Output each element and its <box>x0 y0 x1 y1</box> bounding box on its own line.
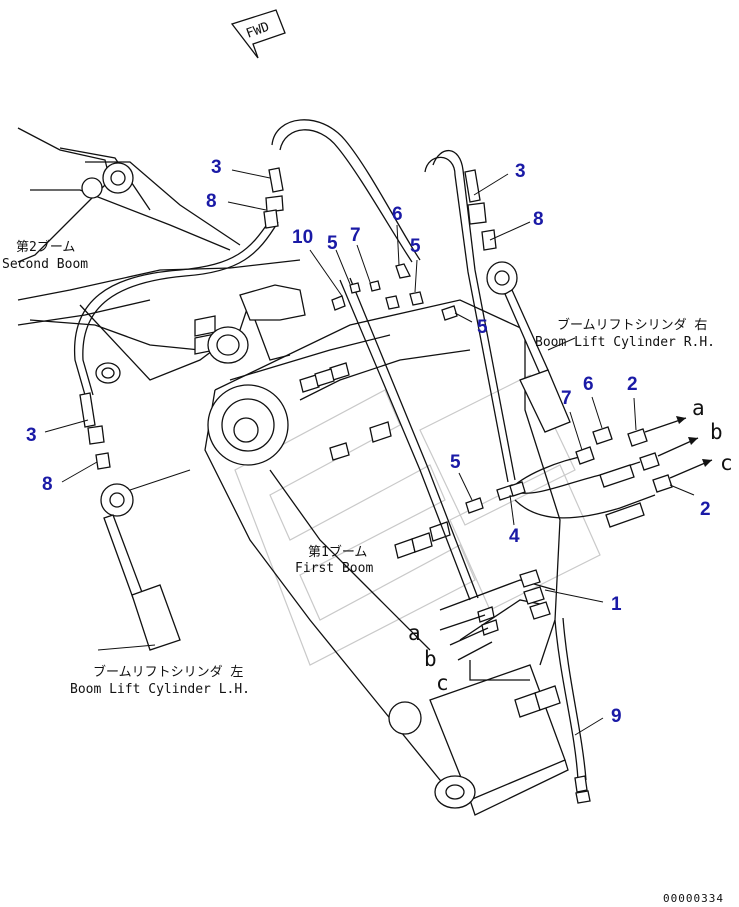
callout-6: 6 <box>583 374 594 395</box>
callout-8: 8 <box>533 209 544 230</box>
first-boom-label-en: First Boom <box>295 561 373 576</box>
watermark-logo <box>234 374 601 666</box>
callouts: 3 8 10 5 7 6 5 3 8 5 2 6 7 5 4 2 1 9 3 8 <box>26 157 711 727</box>
fittings <box>79 167 673 804</box>
callout-1: 1 <box>611 594 622 615</box>
callout-3: 3 <box>515 161 526 182</box>
port-arrows <box>439 416 713 681</box>
callout-6: 6 <box>392 204 403 225</box>
second-boom-label-en: Second Boom <box>2 257 88 272</box>
leader-lines <box>44 169 695 736</box>
callout-2: 2 <box>700 499 711 520</box>
callout-3: 3 <box>211 157 222 178</box>
port-letter-c: c <box>436 671 449 695</box>
callout-9: 9 <box>611 706 622 727</box>
second-boom <box>17 127 306 384</box>
boom-lift-cylinder-rh <box>486 261 571 433</box>
port-letter-a: a <box>408 621 421 645</box>
port-letter-a: a <box>692 396 705 420</box>
port-letter-b: b <box>710 420 723 444</box>
callout-7: 7 <box>350 225 361 246</box>
callout-3: 3 <box>26 425 37 446</box>
cylinder-rh-label-jp: ブームリフトシリンダ 右 <box>557 317 707 333</box>
port-letter-b: b <box>424 647 437 671</box>
first-boom-label-jp: 第1ブーム <box>308 544 367 560</box>
fwd-arrow-icon: FWD <box>230 9 286 59</box>
boom-lift-cylinder-lh <box>100 483 181 651</box>
callout-8: 8 <box>42 474 53 495</box>
callout-5: 5 <box>327 233 338 254</box>
cylinder-lh-label-jp: ブームリフトシリンダ 左 <box>93 664 243 680</box>
component-labels: 第2ブーム Second Boom 第1ブーム First Boom ブームリフ… <box>2 239 715 697</box>
port-letters: a b c a b c <box>408 396 733 695</box>
second-boom-label-jp: 第2ブーム <box>16 239 75 255</box>
callout-2: 2 <box>627 374 638 395</box>
first-boom <box>204 299 569 816</box>
callout-10: 10 <box>292 227 313 248</box>
callout-8: 8 <box>206 191 217 212</box>
callout-5: 5 <box>450 452 461 473</box>
cylinder-rh-label-en: Boom Lift Cylinder R.H. <box>535 335 715 350</box>
callout-5: 5 <box>477 317 488 338</box>
cylinder-lh-label-en: Boom Lift Cylinder L.H. <box>70 682 250 697</box>
callout-5: 5 <box>410 236 421 257</box>
figure-number: 00000334 <box>663 892 724 905</box>
port-letter-c: c <box>720 451 733 475</box>
hoses <box>73 119 656 781</box>
callout-4: 4 <box>509 526 520 547</box>
callout-7: 7 <box>561 388 572 409</box>
